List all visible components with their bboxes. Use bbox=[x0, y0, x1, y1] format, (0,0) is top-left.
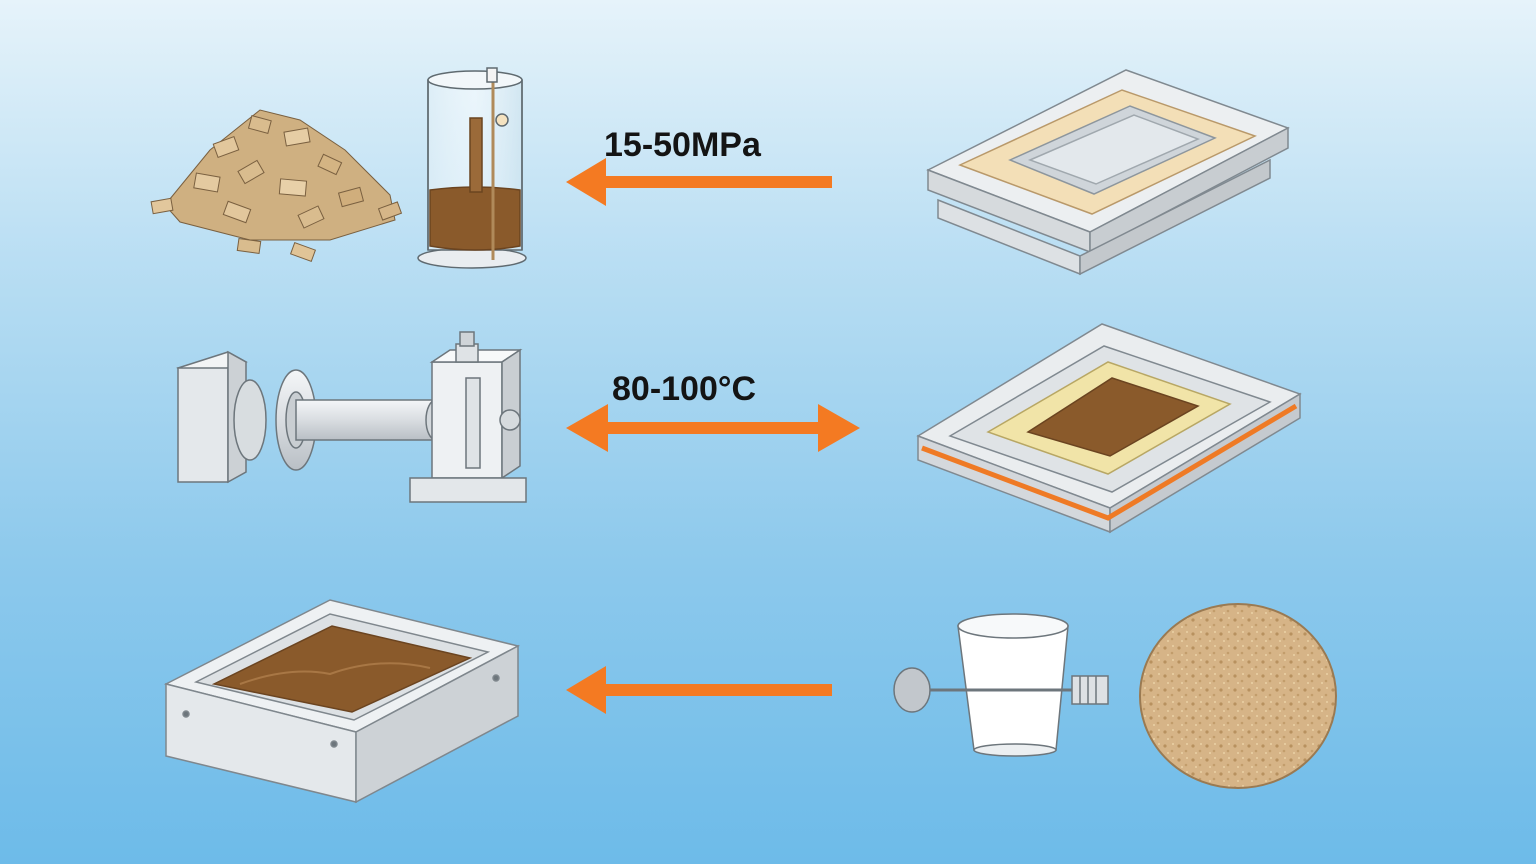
pipe-extruder-icon bbox=[176, 331, 527, 503]
heated-mold-icon bbox=[916, 323, 1302, 534]
cup-mixer-icon bbox=[893, 613, 1109, 757]
open-tray-icon bbox=[163, 599, 521, 804]
cylinder-vessel-icon bbox=[417, 67, 527, 269]
chip-pile-icon bbox=[150, 109, 403, 263]
arrow-mixer-to-tray bbox=[566, 666, 832, 714]
arrow-press-to-vessel bbox=[566, 158, 832, 206]
pressure-label: 15-50MPa bbox=[604, 126, 761, 164]
flat-mold-press-icon bbox=[926, 69, 1290, 276]
arrow-extruder-heated-mold bbox=[566, 404, 860, 452]
temperature-label: 80-100°C bbox=[612, 370, 757, 408]
pressed-disk-icon bbox=[1139, 603, 1337, 789]
